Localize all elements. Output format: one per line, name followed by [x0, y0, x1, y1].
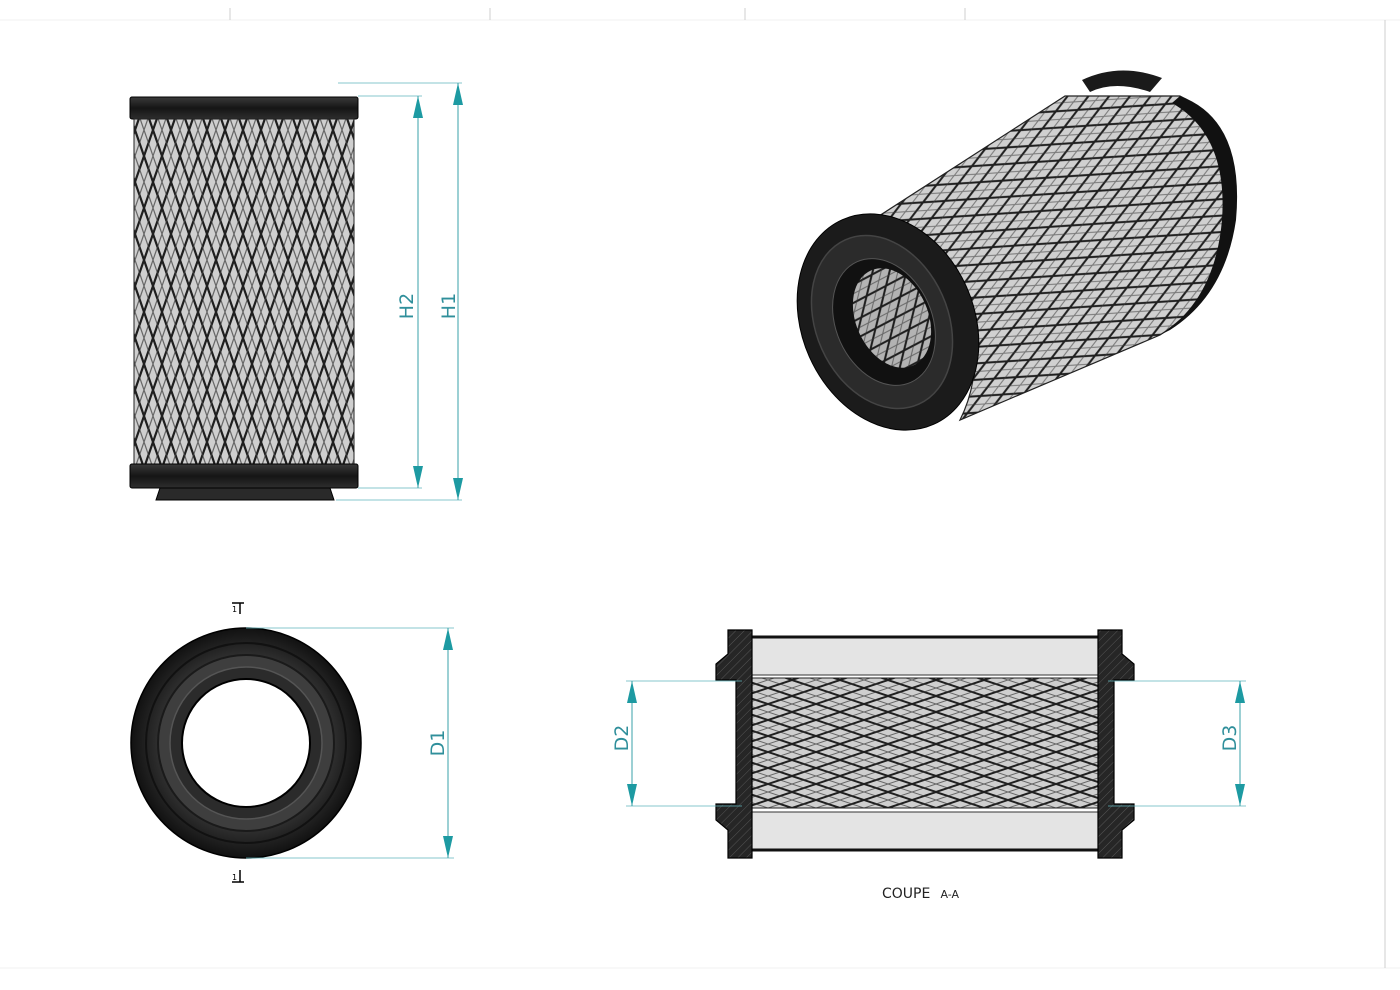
- section-inner-mesh: [749, 677, 1099, 809]
- dim-label-h1: H1: [438, 293, 460, 319]
- front-spigot: [155, 487, 335, 501]
- dim-label-h2: H2: [396, 293, 418, 319]
- section-caption-main: COUPE: [882, 886, 930, 902]
- section-caption-sub: A-A: [940, 888, 959, 901]
- front-mesh-body: [133, 118, 355, 465]
- front-bottom-cap: [129, 463, 359, 489]
- section-lower-fill: [749, 811, 1099, 851]
- border-ticks: [0, 8, 1400, 969]
- iso-back-cap: [1160, 96, 1238, 335]
- section-mark-bottom-label: 1: [232, 873, 237, 882]
- section-upper-fill: [749, 636, 1099, 676]
- section-caption: COUPE A-A: [882, 883, 959, 902]
- section-left-cap: [715, 629, 753, 859]
- dim-label-d2: D2: [611, 725, 633, 752]
- front-view: H2 H1: [129, 82, 463, 501]
- end-bore: [181, 678, 311, 808]
- dim-label-d3: D3: [1219, 725, 1241, 752]
- iso-inner-mesh: [852, 268, 932, 368]
- section-mark-bottom: 1: [232, 870, 244, 883]
- end-view: 1 1 D1: [130, 602, 454, 883]
- section-view: D2 D3 COUPE A-A: [611, 629, 1246, 902]
- dim-label-d1: D1: [427, 730, 449, 757]
- section-mark-top: 1: [232, 602, 244, 614]
- iso-view: [796, 70, 1238, 431]
- section-right-cap: [1097, 629, 1135, 859]
- section-mark-top-label: 1: [232, 605, 237, 614]
- iso-back-rim: [1082, 70, 1162, 92]
- front-top-cap: [129, 96, 359, 120]
